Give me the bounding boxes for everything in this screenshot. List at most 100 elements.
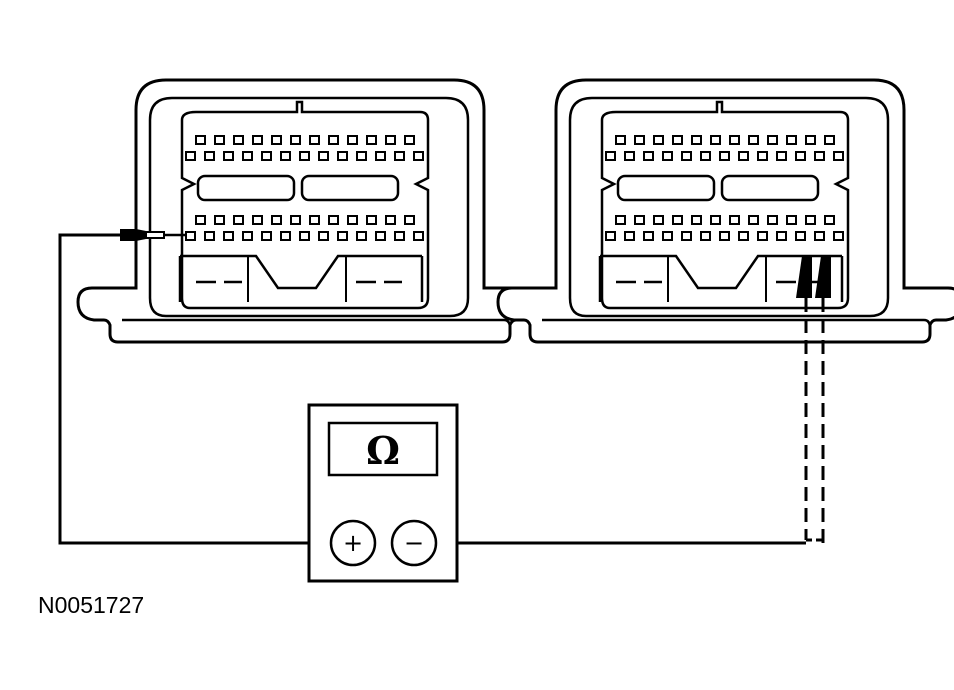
connector-pin (413, 151, 424, 161)
connector-pin (634, 215, 645, 225)
right-connector (496, 78, 954, 344)
connector-pin (824, 215, 835, 225)
connector-pin (309, 135, 320, 145)
connector-pin (605, 231, 616, 241)
connector-pin (643, 151, 654, 161)
connector-pin (385, 135, 396, 145)
connector-pin (204, 151, 215, 161)
connector-pin (280, 231, 291, 241)
connector-pin (328, 215, 339, 225)
connector-pin (700, 231, 711, 241)
connector-pin (615, 215, 626, 225)
negative-terminal (390, 519, 438, 567)
connector-pin (824, 135, 835, 145)
connector-pin (223, 231, 234, 241)
connector-pin (347, 135, 358, 145)
connector-pin (252, 135, 263, 145)
connector-pin (214, 135, 225, 145)
connector-pin (299, 231, 310, 241)
connector-pin (185, 151, 196, 161)
connector-pin (233, 215, 244, 225)
connector-pin (271, 135, 282, 145)
connector-pin (337, 231, 348, 241)
connector-pin (748, 215, 759, 225)
ohmmeter-icon: Ω + − (307, 403, 459, 583)
positive-terminal (329, 519, 377, 567)
connector-pin (672, 215, 683, 225)
connector-pin (738, 231, 749, 241)
connector-pin (615, 135, 626, 145)
ohm-symbol: Ω (366, 428, 400, 473)
connector-pin (814, 151, 825, 161)
connector-pin (271, 215, 282, 225)
connector-pin (252, 215, 263, 225)
positive-terminal-label: + (343, 529, 363, 557)
connector-pin (223, 151, 234, 161)
connector-pin (624, 231, 635, 241)
connector-pin (233, 135, 244, 145)
connector-pin (318, 231, 329, 241)
connector-pin (691, 135, 702, 145)
connector-pin (261, 151, 272, 161)
connector-pin (214, 215, 225, 225)
connector-pin (385, 215, 396, 225)
connector-pin (261, 231, 272, 241)
connector-pin (757, 231, 768, 241)
connector-pin (776, 231, 787, 241)
connector-pin (624, 151, 635, 161)
connector-pin (643, 231, 654, 241)
connector-pin (757, 151, 768, 161)
connector-pin (805, 135, 816, 145)
right-test-probes (796, 256, 831, 543)
connector-pin (653, 215, 664, 225)
connector-pin (347, 215, 358, 225)
negative-terminal-label: − (404, 529, 424, 557)
connector-pin (719, 231, 730, 241)
connector-pin (195, 215, 206, 225)
connector-pin (242, 231, 253, 241)
connector-pin (634, 135, 645, 145)
connector-pin (318, 151, 329, 161)
connector-pin (328, 135, 339, 145)
connector-pin (356, 151, 367, 161)
connector-pin (710, 135, 721, 145)
connector-pin (290, 215, 301, 225)
connector-pin (242, 151, 253, 161)
connector-pin (290, 135, 301, 145)
connector-pin (394, 231, 405, 241)
connector-pin (767, 135, 778, 145)
connector-pin (805, 215, 816, 225)
connector-pin (681, 151, 692, 161)
connector-pin (662, 231, 673, 241)
connector-pin (413, 231, 424, 241)
connector-pin (309, 215, 320, 225)
connector-pin (299, 151, 310, 161)
figure-id-label: N0051727 (38, 592, 144, 618)
left-test-probe (120, 229, 186, 241)
connector-pin (356, 231, 367, 241)
connector-pin (776, 151, 787, 161)
connector-pin (681, 231, 692, 241)
positive-lead-wire (58, 233, 330, 545)
connector-pin (195, 135, 206, 145)
connector-pin (366, 215, 377, 225)
connector-pin (729, 135, 740, 145)
connector-pin (653, 135, 664, 145)
connector-pin (404, 215, 415, 225)
connector-pin (691, 215, 702, 225)
connector-pin (185, 231, 196, 241)
connector-pin (280, 151, 291, 161)
connector-pin (700, 151, 711, 161)
connector-pin (719, 151, 730, 161)
connector-pin (337, 151, 348, 161)
connector-pin (786, 215, 797, 225)
connector-pin (738, 151, 749, 161)
left-connector (76, 78, 544, 344)
connector-pin (786, 135, 797, 145)
connector-pin (710, 215, 721, 225)
connector-pin (833, 231, 844, 241)
connector-pin (605, 151, 616, 161)
connector-pin (833, 151, 844, 161)
